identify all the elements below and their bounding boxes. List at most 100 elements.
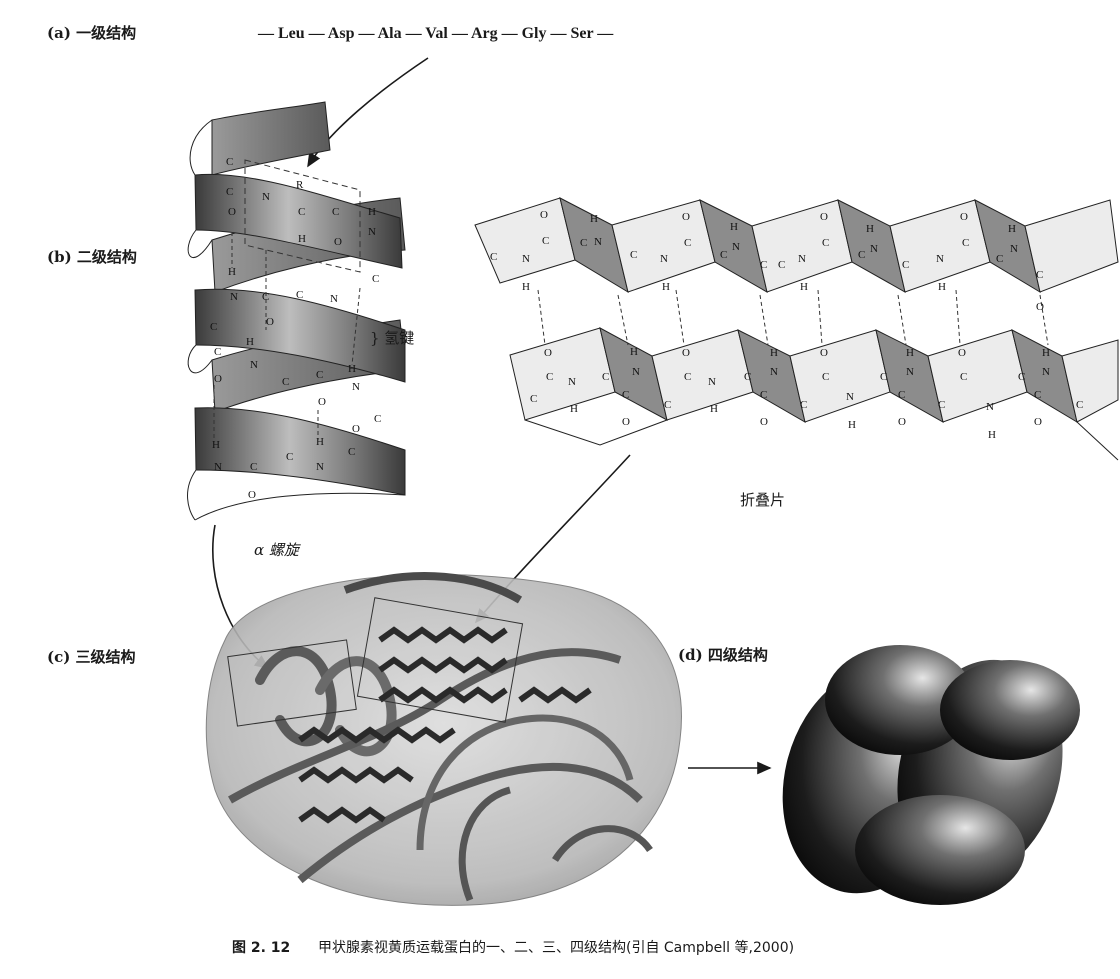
svg-text:C: C [250,461,257,473]
secondary-structure-label: (b) 二级结构 [47,248,137,266]
svg-text:N: N [1042,366,1050,378]
svg-text:O: O [960,211,968,223]
svg-text:C: C [822,237,829,249]
svg-text:O: O [214,373,222,385]
svg-text:C: C [374,413,381,425]
svg-text:H: H [938,281,946,293]
svg-text:C: C [684,237,691,249]
svg-text:H: H [1042,347,1050,359]
svg-text:O: O [266,316,274,328]
tertiary-structure-label: (c) 三级结构 [47,648,136,666]
svg-text:N: N [568,376,576,388]
svg-text:C: C [296,289,303,301]
svg-text:N: N [986,401,994,413]
svg-text:C: C [530,393,537,405]
svg-text:N: N [230,291,238,303]
svg-text:C: C [880,371,887,383]
svg-text:H: H [348,363,356,375]
svg-text:N: N [732,241,740,253]
svg-text:N: N [368,226,376,238]
pleated-sheet-label: 折叠片 [740,491,785,509]
svg-text:O: O [682,347,690,359]
svg-text:H: H [570,403,578,415]
svg-text:O: O [1034,416,1042,428]
svg-text:H: H [212,439,220,451]
svg-text:C: C [286,451,293,463]
amino-acid-sequence: — Leu — Asp — Ala — Val — Arg — Gly — Se… [257,25,614,42]
svg-text:H: H [800,281,808,293]
svg-text:C: C [720,249,727,261]
svg-text:H: H [246,336,254,348]
svg-text:C: C [622,389,629,401]
svg-text:O: O [540,209,548,221]
svg-text:C: C [960,371,967,383]
svg-text:C: C [938,399,945,411]
svg-text:C: C [602,371,609,383]
svg-text:O: O [898,416,906,428]
svg-text:C: C [858,249,865,261]
alpha-helix-label: α 螺旋 [254,541,302,559]
svg-text:N: N [870,243,878,255]
svg-text:C: C [800,399,807,411]
primary-structure-label: (a) 一级结构 [47,24,136,42]
svg-text:C: C [282,376,289,388]
svg-text:C: C [348,446,355,458]
svg-text:H: H [710,403,718,415]
svg-text:H: H [368,206,376,218]
svg-text:H: H [522,281,530,293]
svg-text:C: C [962,237,969,249]
svg-text:O: O [228,206,236,218]
svg-text:O: O [334,236,342,248]
svg-text:N: N [522,253,530,265]
sequence-to-helix-arrow [307,57,429,168]
svg-text:C: C [996,253,1003,265]
svg-text:C: C [630,249,637,261]
svg-text:C: C [490,251,497,263]
svg-text:N: N [632,366,640,378]
svg-text:H: H [770,347,778,359]
svg-text:H: H [298,233,306,245]
svg-text:N: N [660,253,668,265]
svg-text:N: N [770,366,778,378]
svg-text:N: N [262,191,270,203]
svg-text:H: H [1008,223,1016,235]
svg-text:H: H [630,346,638,358]
svg-text:C: C [226,156,233,168]
svg-text:C: C [210,321,217,333]
svg-text:O: O [544,347,552,359]
svg-text:N: N [352,381,360,393]
svg-text:C: C [372,273,379,285]
svg-text:N: N [594,236,602,248]
svg-text:C: C [684,371,691,383]
svg-text:C: C [316,369,323,381]
svg-text:O: O [352,423,360,435]
svg-text:C: C [1076,399,1083,411]
svg-text:C: C [778,259,785,271]
svg-text:O: O [248,489,256,501]
quaternary-structure [782,645,1080,905]
svg-text:H: H [730,221,738,233]
svg-text:N: N [846,391,854,403]
svg-text:C: C [214,346,221,358]
svg-text:O: O [820,347,828,359]
svg-text:C: C [664,399,671,411]
svg-text:H: H [866,223,874,235]
svg-text:C: C [580,237,587,249]
svg-text:N: N [798,253,806,265]
svg-text:H: H [906,347,914,359]
svg-text:O: O [1036,301,1044,313]
svg-text:H: H [228,266,236,278]
svg-text:N: N [936,253,944,265]
svg-text:H: H [988,429,996,441]
svg-text:O: O [318,396,326,408]
svg-text:O: O [622,416,630,428]
svg-text:N: N [316,461,324,473]
svg-text:C: C [546,371,553,383]
svg-text:N: N [250,359,258,371]
svg-text:N: N [1010,243,1018,255]
svg-text:O: O [760,416,768,428]
tertiary-structure [205,572,682,906]
svg-text:N: N [906,366,914,378]
svg-text:C: C [902,259,909,271]
svg-text:H: H [590,213,598,225]
